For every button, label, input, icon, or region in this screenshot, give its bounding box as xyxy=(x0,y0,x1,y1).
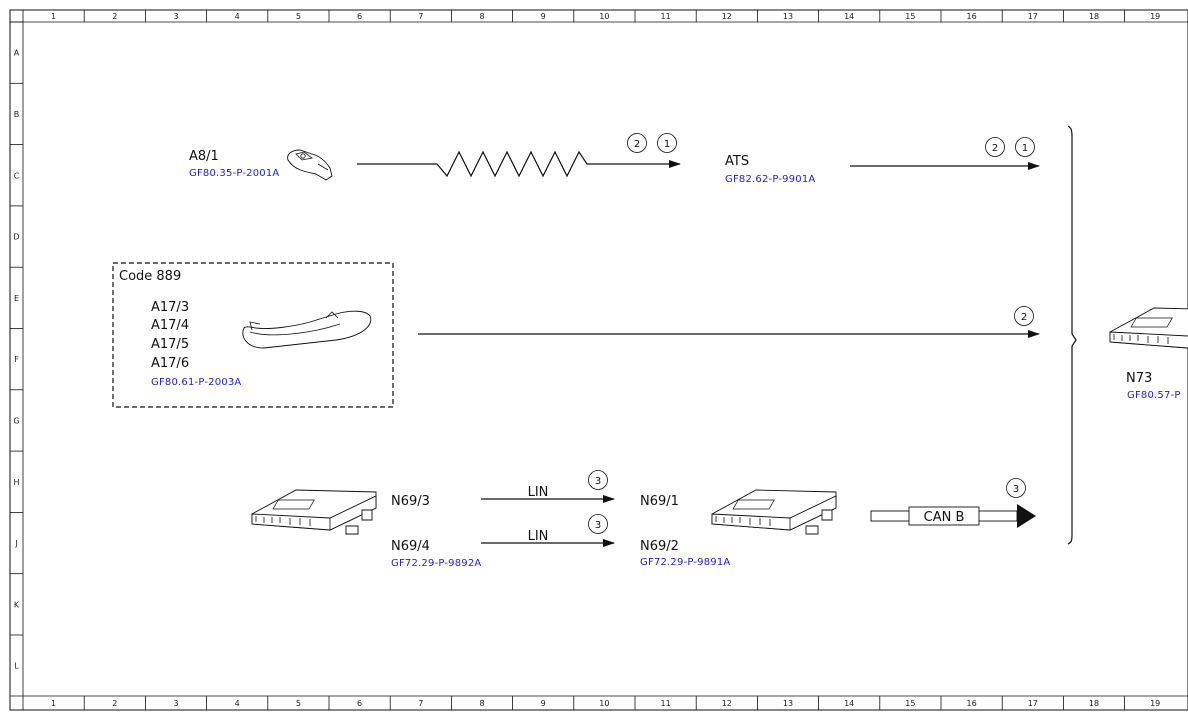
grid-column-label: 8 xyxy=(479,12,484,21)
grid-column-label: 13 xyxy=(783,699,793,708)
n73-ref[interactable]: GF80.57-P xyxy=(1127,390,1181,401)
control-unit-icon xyxy=(711,489,837,535)
grid-column-label: 3 xyxy=(173,699,178,708)
marker-2: 2 xyxy=(1021,312,1027,323)
grid-row-label: C xyxy=(14,171,20,180)
grid-column-label: 6 xyxy=(357,699,362,708)
lin-label-top: LIN xyxy=(528,485,549,500)
grid-column-label: 7 xyxy=(418,699,423,708)
grid-column-label: 9 xyxy=(541,12,546,21)
marker-2: 2 xyxy=(634,139,640,150)
a174-label: A17/4 xyxy=(151,318,189,333)
marker-3: 3 xyxy=(595,476,601,487)
code-889-group: Code 889 A17/3 A17/4 A17/5 A17/6 GF80.61… xyxy=(112,262,394,408)
grid-column-label: 13 xyxy=(783,12,793,21)
grid-column-label: 10 xyxy=(599,12,609,21)
grid-column-label: 2 xyxy=(112,699,117,708)
n69-12-ref[interactable]: GF72.29-P-9891A xyxy=(640,557,730,568)
marker-3: 3 xyxy=(1013,484,1019,495)
grid-column-label: 4 xyxy=(235,12,240,21)
ats-ref[interactable]: GF82.62-P-9901A xyxy=(725,174,815,185)
marker-1: 1 xyxy=(664,139,670,150)
grid-column-label: 5 xyxy=(296,699,301,708)
marker-1: 1 xyxy=(1022,143,1028,154)
drawing-frame: 1122334455667788991010111112121313141415… xyxy=(9,9,1188,711)
a81-key-fob: A8/1 GF80.35-P-2001A xyxy=(189,149,333,181)
marker-group-row2: 2 xyxy=(1014,306,1034,326)
bus-brace xyxy=(1067,125,1077,545)
grid-row-label: K xyxy=(14,600,20,609)
n69-1-label: N69/1 xyxy=(640,494,679,509)
n73-label: N73 xyxy=(1126,371,1152,386)
grid-row-label: J xyxy=(14,539,17,548)
ats-component: ATS GF82.62-P-9901A xyxy=(725,154,815,185)
grid-column-label: 9 xyxy=(541,699,546,708)
grid-column-label: 1 xyxy=(51,12,56,21)
grid-column-label: 12 xyxy=(722,12,732,21)
door-handle-icon xyxy=(242,310,372,349)
grid-column-label: 10 xyxy=(599,699,609,708)
code-889-label: Code 889 xyxy=(119,269,181,284)
marker-3: 3 xyxy=(595,520,601,531)
n69-34-ref[interactable]: GF72.29-P-9892A xyxy=(391,558,481,569)
grid-column-label: 7 xyxy=(418,12,423,21)
grid-column-label: 16 xyxy=(967,699,977,708)
grid-row-label: H xyxy=(13,478,19,487)
grid-column-label: 18 xyxy=(1089,699,1099,708)
grid-row-label: E xyxy=(14,294,19,303)
n69-34-control-unit: N69/3 N69/4 GF72.29-P-9892A xyxy=(251,489,481,569)
a175-label: A17/5 xyxy=(151,337,189,352)
marker-2: 2 xyxy=(992,143,998,154)
marker-group-row1-left: 2 1 xyxy=(627,133,677,153)
a81-ref[interactable]: GF80.35-P-2001A xyxy=(189,168,279,179)
lin-label-bottom: LIN xyxy=(528,529,549,544)
grid-column-label: 6 xyxy=(357,12,362,21)
marker-group-row1-right: 2 1 xyxy=(985,137,1035,157)
grid-column-label: 18 xyxy=(1089,12,1099,21)
grid-column-label: 16 xyxy=(967,12,977,21)
grid-column-label: 4 xyxy=(235,699,240,708)
key-fob-icon xyxy=(287,149,333,181)
lin-link-top: LIN 3 xyxy=(481,470,615,503)
grid-column-label: 8 xyxy=(479,699,484,708)
grid-column-label: 1 xyxy=(51,699,56,708)
a81-label: A8/1 xyxy=(189,149,219,164)
grid-column-label: 11 xyxy=(661,699,671,708)
can-b-link: CAN B 3 xyxy=(870,478,1036,528)
n69-12-control-unit: N69/1 N69/2 GF72.29-P-9891A xyxy=(640,489,837,568)
grid-column-label: 15 xyxy=(905,699,915,708)
n69-3-label: N69/3 xyxy=(391,494,430,509)
control-unit-icon xyxy=(251,489,377,535)
grid-row-label: A xyxy=(14,49,20,58)
grid-column-label: 17 xyxy=(1028,12,1038,21)
grid-column-label: 14 xyxy=(844,699,854,708)
grid-row-label: G xyxy=(13,416,19,425)
grid-column-label: 14 xyxy=(844,12,854,21)
control-unit-icon xyxy=(1109,307,1188,349)
grid-row-label: D xyxy=(13,233,19,242)
grid-column-label: 19 xyxy=(1150,12,1160,21)
grid-row-label: B xyxy=(14,110,20,119)
ats-wave-line xyxy=(357,150,681,178)
can-b-label: CAN B xyxy=(924,510,965,525)
n73-control-unit: N73 GF80.57-P xyxy=(1109,307,1188,401)
door-handles-ref[interactable]: GF80.61-P-2003A xyxy=(151,377,241,388)
lin-link-bottom: LIN 3 xyxy=(481,514,615,547)
grid-column-label: 17 xyxy=(1028,699,1038,708)
grid-column-label: 12 xyxy=(722,699,732,708)
grid-row-label: L xyxy=(14,662,19,671)
a176-label: A17/6 xyxy=(151,356,189,371)
grid-column-label: 5 xyxy=(296,12,301,21)
n69-2-label: N69/2 xyxy=(640,539,679,554)
grid-column-label: 19 xyxy=(1150,699,1160,708)
n69-4-label: N69/4 xyxy=(391,539,430,554)
grid-column-label: 11 xyxy=(661,12,671,21)
grid-row-label: F xyxy=(14,355,19,364)
ats-label: ATS xyxy=(725,154,749,169)
grid-column-label: 3 xyxy=(173,12,178,21)
a173-label: A17/3 xyxy=(151,300,189,315)
grid-column-label: 15 xyxy=(905,12,915,21)
grid-column-label: 2 xyxy=(112,12,117,21)
